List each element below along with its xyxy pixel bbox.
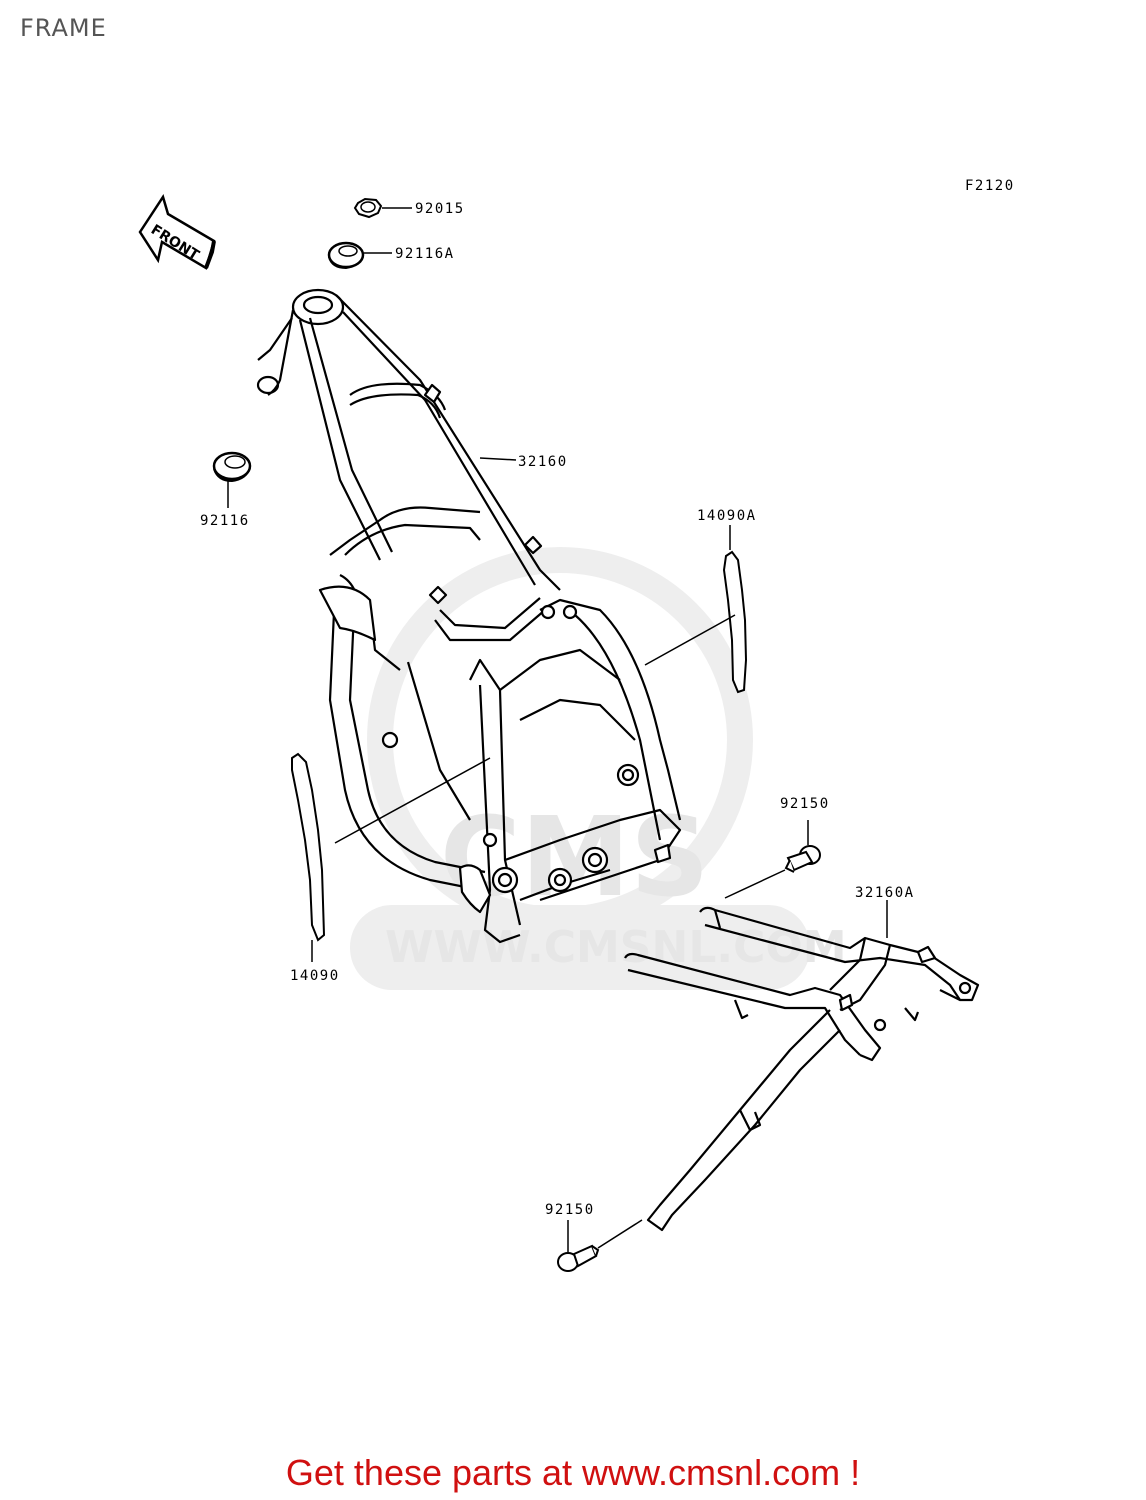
bolt-92150-lower-icon xyxy=(557,1244,600,1272)
seal-92116-icon xyxy=(212,451,252,483)
watermark-url: WWW.CMSNL.COM xyxy=(385,922,847,973)
callout-92150-upper: 92150 xyxy=(780,796,830,812)
seal-92116a-icon xyxy=(327,241,365,270)
frame-guard-14090a-icon xyxy=(722,550,748,694)
callout-92116a: 92116A xyxy=(395,246,455,262)
frame-guard-14090-icon xyxy=(291,752,326,942)
callout-14090: 14090 xyxy=(290,968,340,984)
bolt-92150-upper-icon xyxy=(784,845,821,873)
page-title: FRAME xyxy=(20,14,107,42)
callout-92015: 92015 xyxy=(415,201,465,217)
callout-14090a: 14090A xyxy=(697,508,757,524)
cmsnl-link-footer[interactable]: Get these parts at www.cmsnl.com ! xyxy=(285,1452,861,1493)
callout-92116: 92116 xyxy=(200,513,250,529)
figure-code: F2120 xyxy=(965,178,1015,194)
sub-frame-32160a-icon xyxy=(624,906,980,1232)
callout-32160: 32160 xyxy=(518,454,568,470)
callout-32160a: 32160A xyxy=(855,885,915,901)
nut-92015-icon xyxy=(353,197,383,219)
callout-92150-lower: 92150 xyxy=(545,1202,595,1218)
front-arrow-icon: FRONT xyxy=(138,194,216,270)
main-frame-32160-icon xyxy=(256,288,682,944)
